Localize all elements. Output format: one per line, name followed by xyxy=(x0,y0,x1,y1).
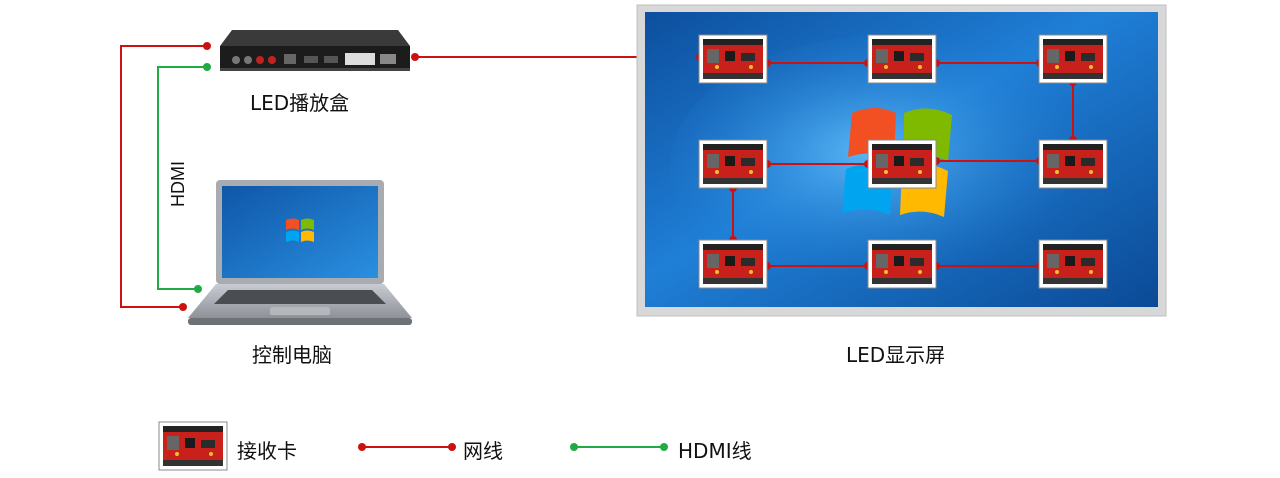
receiver-card-icon xyxy=(1038,239,1108,289)
legend-hdmi-cable-swatch xyxy=(570,443,668,451)
receiver-card-icon xyxy=(698,239,768,289)
player-box-icon xyxy=(220,30,410,71)
led-screen-label: LED显示屏 xyxy=(846,343,946,367)
receiver-card-network-links xyxy=(732,62,1074,267)
receiver-card-icon xyxy=(1038,139,1108,189)
legend-receiver-card-label: 接收卡 xyxy=(237,439,297,463)
legend-receiver-card-icon xyxy=(158,421,228,471)
network-cable-pc-to-player xyxy=(120,42,211,311)
receiver-card-icon xyxy=(1038,34,1108,84)
receiver-card-icon xyxy=(867,139,937,189)
laptop-icon xyxy=(188,180,412,325)
player-box-label: LED播放盒 xyxy=(250,91,350,115)
legend-network-cable-swatch xyxy=(358,443,456,451)
receiver-card-icon xyxy=(867,239,937,289)
control-pc-label: 控制电脑 xyxy=(252,343,332,367)
legend-hdmi-cable-label: HDMI线 xyxy=(678,439,752,463)
hdmi-cable-pc-to-player xyxy=(157,63,211,293)
hdmi-cable-label: HDMI xyxy=(168,161,188,207)
receiver-card-icon xyxy=(698,139,768,189)
receiver-card-icon xyxy=(698,34,768,84)
legend-network-cable-label: 网线 xyxy=(463,439,503,463)
receiver-card-icon xyxy=(867,34,937,84)
